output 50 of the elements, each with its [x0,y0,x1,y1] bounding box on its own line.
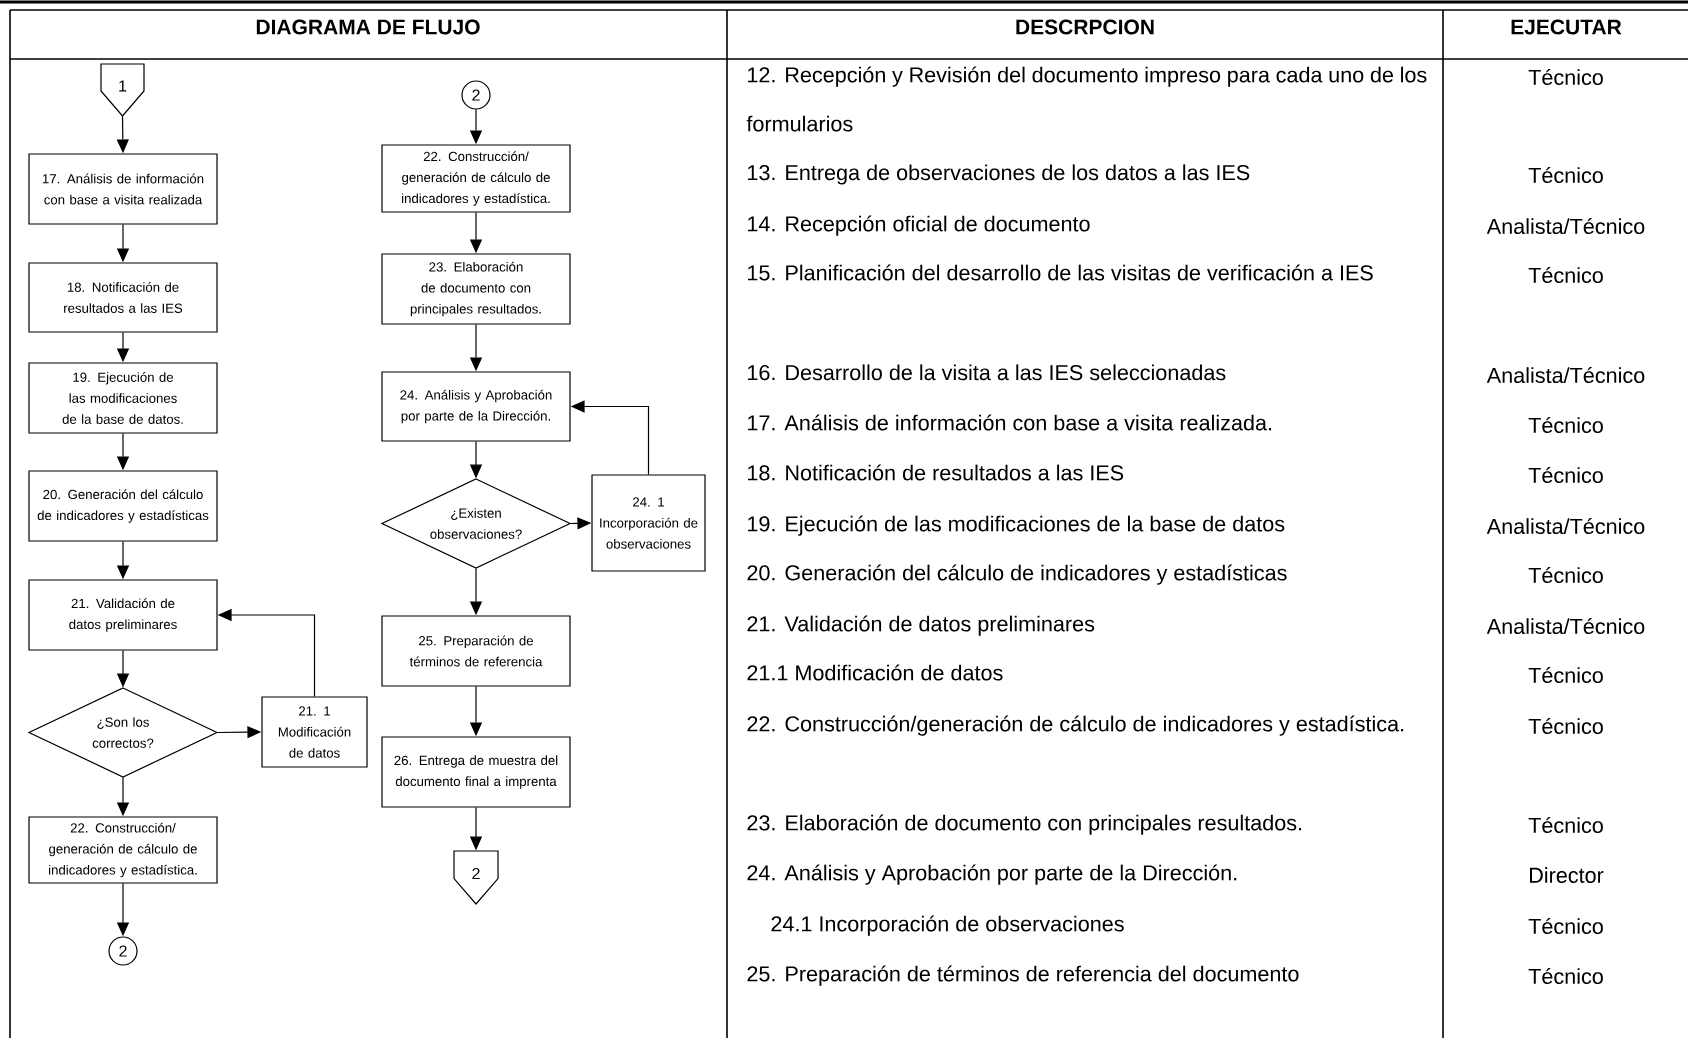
step-description: 13. Entrega de observaciones de los datos a las IES [748,164,1250,185]
executor-name: Técnico [1528,466,1603,484]
process-box: 22. Construcción/ generación de cálculo de indicadores y estadística. [381,144,571,213]
step-description: 17. Análisis de información con base a visita realizada. [748,414,1272,431]
executor-name: Analista/Técnico [1486,517,1645,535]
step-description: 24.1 Incorporación de observaciones [771,915,1124,936]
process-box: 19. Ejecución de las modificaciones de la base de datos. [28,362,218,434]
executor-name: Técnico [1528,566,1603,584]
step-description: 14. Recepción oficial de documento [748,215,1090,236]
executor-name: Técnico [1528,967,1603,985]
process-box: 26. Entrega de muestra del documento final a imprenta [381,736,571,808]
offpage-connector: 1 [100,63,145,117]
step-description: 24. Análisis y Aprobación por parte de la Dirección. [747,864,1237,885]
step-description: 21.1 Modificación de datos [747,664,1003,681]
executor-name: Director [1530,867,1604,883]
process-box: 22. Construcción/ generación de cálculo de indicadores y estadística. [28,816,218,884]
process-box: 21. 1 Modificación de datos [261,696,368,768]
step-description: 18. Notificación de resultados a las IES [748,464,1124,481]
executor-name: Analista/Técnico [1486,217,1645,235]
executor-name: Técnico [1528,416,1603,434]
executor-name: Técnico [1528,68,1603,86]
step-description: 19. Ejecución de las modificaciones de la base de datos [748,515,1285,536]
executor-name: Técnico [1528,816,1603,834]
step-description: 21. Validación de datos preliminares [747,615,1095,636]
process-box: 17. Análisis de información con base a visita realizada [28,153,218,225]
executor-name: Técnico [1528,917,1603,935]
executor-name: Analista/Técnico [1486,366,1645,384]
executor-name: Analista/Técnico [1486,617,1645,635]
process-box: 24. 1 Incorporación de observaciones [591,474,706,572]
executor-name: Técnico [1528,166,1603,184]
executor-name: Técnico [1528,266,1603,284]
process-box: 25. Preparación de términos de referencia [381,615,571,687]
step-description: 12. Recepción y Revisión del documento impreso para cada uno de los formularios [746,66,1427,132]
step-description: 16. Desarrollo de la visita a las IES seleccionadas [748,364,1226,381]
step-description: 25. Preparación de términos de referencia del documento [747,965,1299,986]
offpage-connector: 2 [453,850,499,905]
step-description: 15. Planificación del desarrollo de las visitas de verificación a IES [748,264,1373,281]
step-description: 20. Generación del cálculo de indicadores y estadísticas [747,564,1287,585]
process-box: 18. Notificación de resultados a las IES [28,262,218,333]
step-description: 22. Construcción/generación de cálculo de indicadores y estadística. [747,715,1404,736]
step-description: 23. Elaboración de documento con principales resultados. [747,814,1302,835]
process-box: 24. Análisis y Aprobación por parte de la Dirección. [381,371,571,442]
column-header: DESCRPCION [1016,19,1154,35]
column-header: EJECUTAR [1511,19,1622,35]
process-box: 21. Validación de datos preliminares [28,579,218,651]
column-header: DIAGRAMA DE FLUJO [256,19,480,35]
process-box: 23. Elaboración de documento con principales resultados. [381,253,571,325]
process-box: 20. Generación del cálculo de indicadores y estadísticas [28,470,218,542]
executor-name: Técnico [1528,666,1603,684]
executor-name: Técnico [1528,717,1603,735]
